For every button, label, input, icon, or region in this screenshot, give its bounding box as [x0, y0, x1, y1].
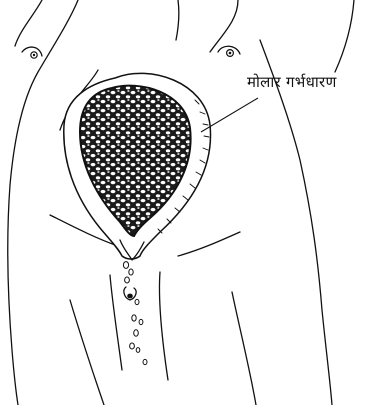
right-nipple-icon: [218, 46, 240, 56]
passing-vesicles: [123, 262, 147, 365]
left-nipple-icon: [22, 47, 42, 58]
label-leader-line: [201, 98, 258, 132]
molar-pregnancy-label: मोलार गर्भधारण: [247, 72, 337, 92]
